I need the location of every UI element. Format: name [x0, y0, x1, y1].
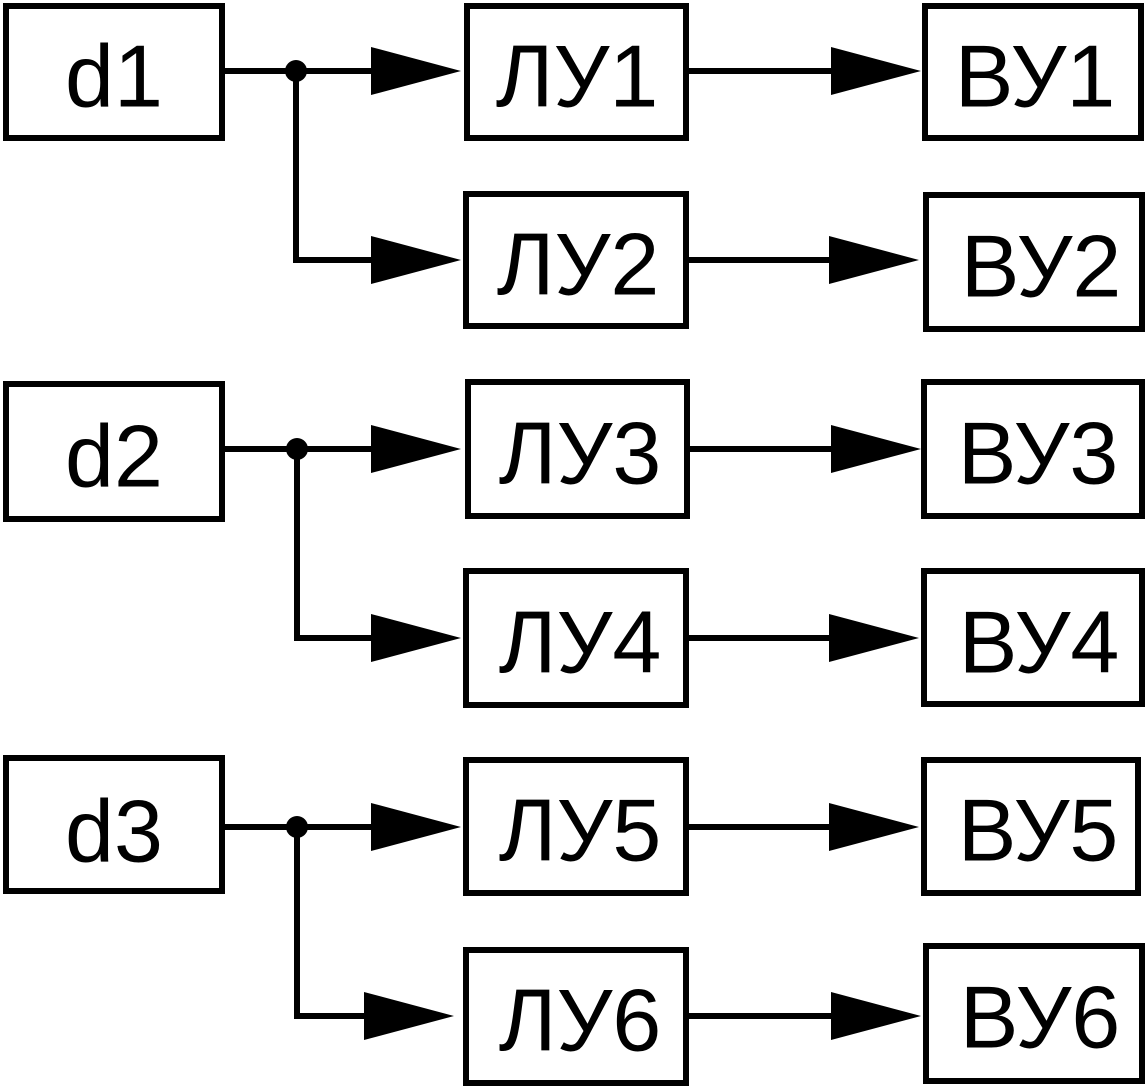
logic-label-lu6: ЛУ6 [499, 971, 662, 1070]
arrowhead-lu6-vu6 [831, 992, 921, 1040]
arrowhead-lu3-vu3 [831, 425, 921, 473]
wire-d3-to-lu6 [294, 827, 370, 1019]
group-d2: d2 ЛУ3 ВУ3 ЛУ4 ВУ4 [3, 379, 1145, 708]
arrowhead-d3-lu5 [371, 803, 461, 851]
logic-label-lu4: ЛУ4 [499, 593, 662, 692]
logic-block-lu2: ЛУ2 [463, 191, 689, 329]
logic-label-lu3: ЛУ3 [499, 404, 662, 503]
logic-label-lu2: ЛУ2 [497, 215, 660, 314]
arrowhead-lu1-vu1 [831, 47, 921, 95]
output-block-vu5: ВУ5 [921, 757, 1141, 896]
output-label-vu1: ВУ1 [955, 27, 1116, 126]
group-d3: d3 ЛУ5 ВУ5 ЛУ6 ВУ6 [3, 755, 1145, 1086]
logic-block-lu5: ЛУ5 [463, 757, 689, 896]
logic-block-lu4: ЛУ4 [463, 568, 689, 708]
output-label-vu5: ВУ5 [958, 781, 1119, 880]
arrowhead-lu2-vu2 [829, 236, 919, 284]
output-block-vu1: ВУ1 [922, 3, 1144, 141]
source-label-d2: d2 [65, 407, 163, 506]
source-label-d3: d3 [65, 782, 163, 881]
logic-block-lu6: ЛУ6 [463, 947, 689, 1086]
output-block-vu3: ВУ3 [921, 379, 1145, 519]
logic-label-lu5: ЛУ5 [499, 781, 662, 880]
logic-label-lu1: ЛУ1 [496, 27, 659, 126]
output-label-vu4: ВУ4 [959, 593, 1120, 692]
output-block-vu4: ВУ4 [921, 568, 1145, 707]
arrowhead-lu5-vu5 [829, 803, 919, 851]
source-block-d2: d2 [3, 381, 225, 522]
logic-block-lu1: ЛУ1 [464, 3, 689, 141]
output-block-vu2: ВУ2 [923, 192, 1145, 332]
arrowhead-lu4-vu4 [829, 614, 919, 662]
group-d1: d1 ЛУ1 ВУ1 ЛУ2 ВУ2 [3, 3, 1145, 332]
output-label-vu3: ВУ3 [958, 404, 1119, 503]
source-label-d1: d1 [65, 27, 163, 126]
arrowhead-d1-lu1 [371, 47, 461, 95]
logic-block-lu3: ЛУ3 [465, 379, 690, 519]
output-label-vu6: ВУ6 [960, 968, 1121, 1067]
arrowhead-d3-lu6 [364, 992, 454, 1040]
arrowhead-d2-lu4 [371, 614, 461, 662]
wire-d1-to-lu2 [293, 71, 375, 263]
arrowhead-d1-lu2 [371, 236, 461, 284]
output-block-vu6: ВУ6 [923, 943, 1145, 1084]
arrowhead-d2-lu3 [371, 425, 461, 473]
wire-d2-to-lu4 [294, 449, 375, 641]
source-block-d1: d1 [3, 3, 225, 141]
output-label-vu2: ВУ2 [961, 217, 1122, 316]
source-block-d3: d3 [3, 755, 225, 894]
